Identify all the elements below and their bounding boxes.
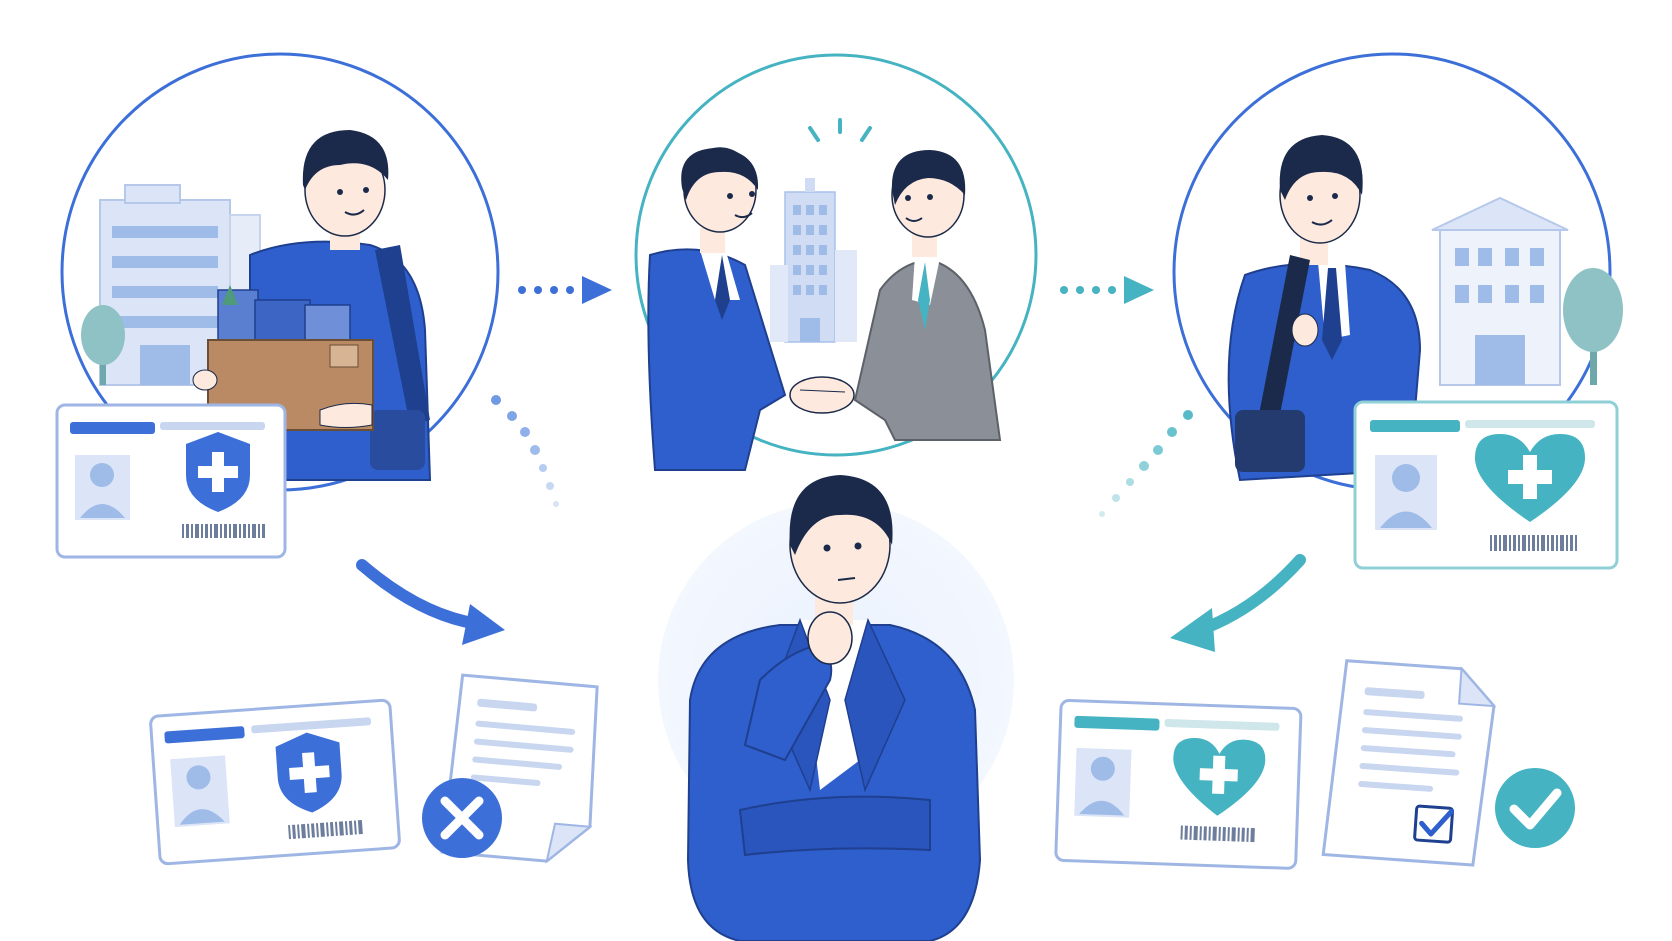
rejected-old-card <box>149 673 599 866</box>
old-insurance-card <box>55 403 287 559</box>
barcode <box>288 820 363 840</box>
tree <box>81 305 125 385</box>
dotted-trail-left <box>491 395 559 507</box>
city-buildings <box>770 178 857 343</box>
person-carrying-box <box>192 130 432 481</box>
tree <box>1563 268 1623 385</box>
person-thinking <box>658 475 1014 941</box>
person-blue-suit <box>647 147 787 471</box>
barcode <box>182 524 265 538</box>
curved-arrow-right-down <box>1170 554 1306 652</box>
shield-plus-icon <box>275 732 342 813</box>
dotted-arrow-left-to-center <box>518 276 612 304</box>
heart-plus-icon <box>1173 737 1266 816</box>
approved-new-card <box>1054 659 1575 870</box>
heart-plus-icon <box>1475 434 1585 522</box>
scene-new-job-handshake <box>634 53 1038 471</box>
shield-plus-icon <box>186 432 250 512</box>
sparkle-lines <box>808 118 872 142</box>
dotted-trail-right <box>1099 410 1193 517</box>
curved-arrow-left-down <box>356 559 505 645</box>
new-insurance-card <box>1353 400 1619 570</box>
scene-leaving-company <box>60 52 500 492</box>
check-circle-icon <box>1495 768 1575 848</box>
person-gray-suit <box>853 150 1002 441</box>
dotted-arrow-center-to-right <box>1060 276 1154 304</box>
checkbox-checked-icon <box>1413 804 1455 844</box>
barcode <box>1490 535 1577 551</box>
x-circle-icon <box>422 778 502 858</box>
document-with-checkbox <box>1321 659 1497 867</box>
barcode <box>1180 825 1255 843</box>
scene-new-company <box>1172 52 1623 492</box>
new-office-building <box>1431 196 1569 386</box>
handshake <box>789 376 855 414</box>
